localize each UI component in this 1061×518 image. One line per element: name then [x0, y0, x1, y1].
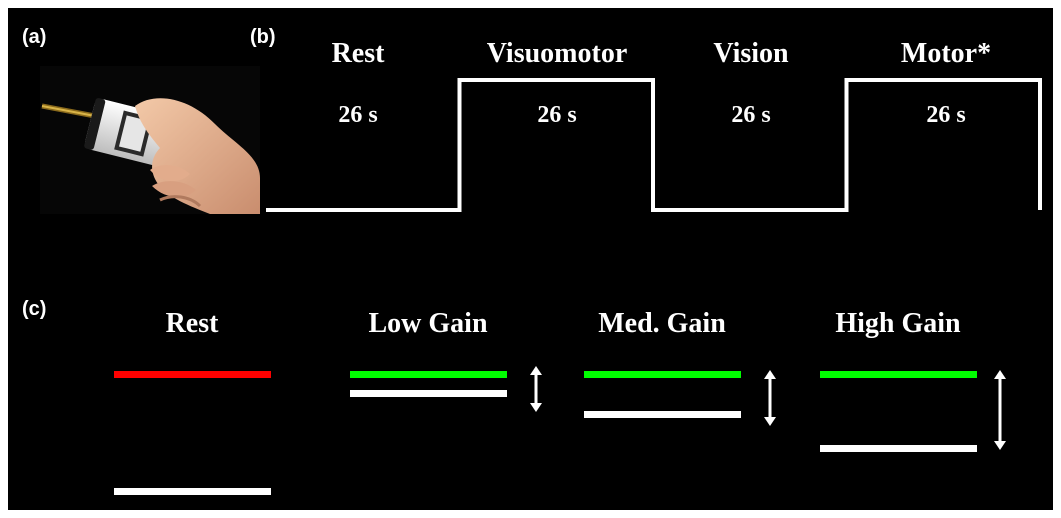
low-gain-force-bar	[350, 390, 507, 397]
panel-label-a: (a)	[22, 26, 47, 48]
paradigm-diagram	[266, 78, 1042, 212]
high-gain-force-bar	[820, 445, 977, 452]
hand-holding-force-sensor-photo	[40, 66, 260, 214]
block-title-motor: Motor*	[900, 38, 992, 69]
block-title-visuomotor: Visuomotor	[486, 38, 628, 69]
condition-title-high-gain: High Gain	[835, 308, 961, 339]
high-gain-double-arrow-icon	[994, 370, 1006, 450]
block-duration-rest: 26 s	[338, 102, 378, 128]
rest-target-bar	[114, 371, 271, 378]
rest-force-bar	[114, 488, 271, 495]
condition-title-low-gain: Low Gain	[368, 308, 488, 339]
condition-title-rest: Rest	[165, 308, 219, 339]
med-gain-double-arrow-icon	[764, 370, 776, 426]
condition-title-med-gain: Med. Gain	[598, 308, 726, 339]
block-duration-vision: 26 s	[731, 102, 771, 128]
low-gain-double-arrow-icon	[530, 366, 542, 412]
med-gain-force-bar	[584, 411, 741, 418]
block-duration-motor: 26 s	[926, 102, 966, 128]
block-waveform	[266, 78, 1042, 212]
panel-label-c: (c)	[22, 298, 47, 320]
high-gain-target-bar	[820, 371, 977, 378]
figure: (a) (b) (c)	[8, 8, 1053, 510]
block-title-vision: Vision	[713, 38, 789, 69]
block-duration-visuomotor: 26 s	[537, 102, 577, 128]
panel-label-b: (b)	[250, 26, 276, 48]
block-title-rest: Rest	[331, 38, 385, 69]
low-gain-target-bar	[350, 371, 507, 378]
med-gain-target-bar	[584, 371, 741, 378]
